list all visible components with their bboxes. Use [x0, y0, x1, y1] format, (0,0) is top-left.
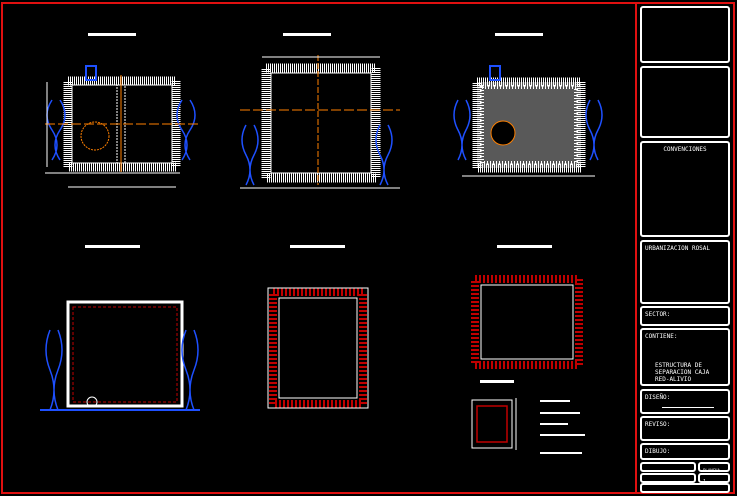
plate-number-cell: 1 — [698, 473, 730, 485]
drawing-cell: DIBUJO: — [640, 443, 730, 460]
column-detail — [471, 380, 585, 454]
scale-cell — [640, 462, 696, 472]
conventions-cell: CONVENCIONES — [640, 141, 730, 237]
design-cell: DISEÑO: — [640, 389, 730, 414]
rebar-section-center — [267, 245, 369, 409]
plate-label: PLANCHA — [703, 468, 720, 473]
sector-label: SECTOR: — [645, 311, 671, 318]
rebar-section-right — [471, 245, 583, 369]
plate-number: 1 — [703, 479, 707, 485]
review-label: REVISO: — [645, 421, 671, 428]
plate-cell: PLANCHA — [698, 462, 730, 473]
date-cell — [640, 473, 696, 483]
sector-cell: SECTOR: — [640, 306, 730, 326]
project-cell: URBANIZACION ROSAL — [640, 240, 730, 304]
plan-view-right — [453, 33, 603, 177]
drawing-label: DIBUJO: — [645, 448, 671, 455]
review-cell: REVISO: — [640, 416, 730, 441]
conventions-label: CONVENCIONES — [663, 146, 707, 153]
contents-label: CONTIENE: — [645, 333, 678, 340]
project-name: URBANIZACION ROSAL — [645, 245, 711, 252]
file-cell — [640, 483, 730, 493]
contents-text: ESTRUCTURA DE SEPARACION CAJA RED-ALIVIO — [655, 362, 710, 383]
title-block-cell — [640, 66, 730, 138]
title-block-logo-cell — [640, 6, 730, 63]
contents-cell: CONTIENE: ESTRUCTURA DE SEPARACION CAJA … — [640, 328, 730, 386]
rebar-section-left — [40, 245, 200, 411]
design-label: DISEÑO: — [645, 394, 671, 401]
section-view-center — [240, 33, 400, 189]
plan-view-left — [45, 33, 198, 188]
